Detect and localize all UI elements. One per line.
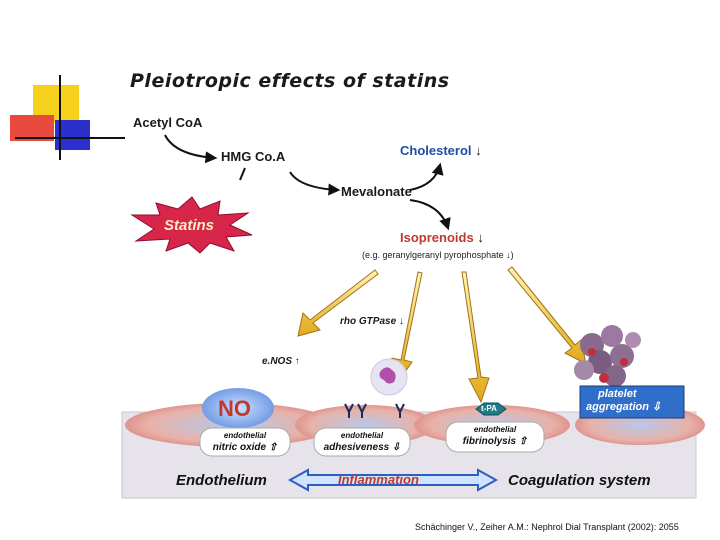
hmg-coa-label: HMG Co.A (221, 149, 286, 164)
statins-starburst (130, 196, 253, 254)
rho-gtpase-label: rho GTPase ↓ (340, 316, 404, 327)
endothelium-label: Endothelium (176, 472, 267, 489)
tpa-label: t-PA (481, 404, 497, 413)
no-label: NO (218, 396, 251, 421)
page-title: Pleiotropic effects of statins (130, 70, 450, 92)
isoprenoids-label: Isoprenoids ↓ (400, 230, 484, 245)
cholesterol-text: Cholesterol (400, 143, 472, 158)
acetyl-coa-label: Acetyl CoA (133, 115, 203, 130)
fibrin-top: endothelial (473, 425, 517, 434)
citation: Schächinger V., Zeiher A.M.: Nephrol Dia… (415, 522, 679, 532)
adhesion-top: endothelial (340, 431, 384, 440)
cholesterol-arrow: ↓ (475, 143, 482, 158)
isoprenoids-text: Isoprenoids (400, 230, 474, 245)
isoprenoids-note: (e.g. geranylgeranyl pyrophosphate ↓) (362, 250, 514, 260)
statins-label: Statins (164, 217, 215, 234)
corner-decoration (10, 75, 125, 160)
fibrinolysis-pill: endothelial fibrinolysis ⇧ (446, 424, 544, 448)
nitric-top: endothelial (223, 431, 267, 440)
inflammation-label: Inflammation (338, 472, 419, 487)
coagulation-label: Coagulation system (508, 472, 651, 489)
nitric-oxide-pill: endothelial nitric oxide ⇧ (200, 430, 290, 454)
adhesion-bottom: adhesiveness ⇩ (323, 442, 401, 453)
effect-arrows (297, 266, 587, 404)
enos-label: e.NOS ↑ (262, 356, 300, 367)
platelet-line1: platelet (598, 388, 637, 400)
cholesterol-label: Cholesterol ↓ (400, 143, 482, 158)
platelet-cluster (574, 325, 641, 387)
fibrin-bottom: fibrinolysis ⇧ (462, 436, 528, 447)
isoprenoids-arrow: ↓ (477, 230, 484, 245)
nitric-bottom: nitric oxide ⇧ (212, 442, 278, 453)
mevalonate-label: Mevalonate (341, 184, 412, 199)
platelet-aggregation-label: platelet aggregation ⇩ (586, 388, 682, 414)
platelet-line2: aggregation ⇩ (586, 401, 662, 413)
adhesiveness-pill: endothelial adhesiveness ⇩ (314, 430, 410, 454)
